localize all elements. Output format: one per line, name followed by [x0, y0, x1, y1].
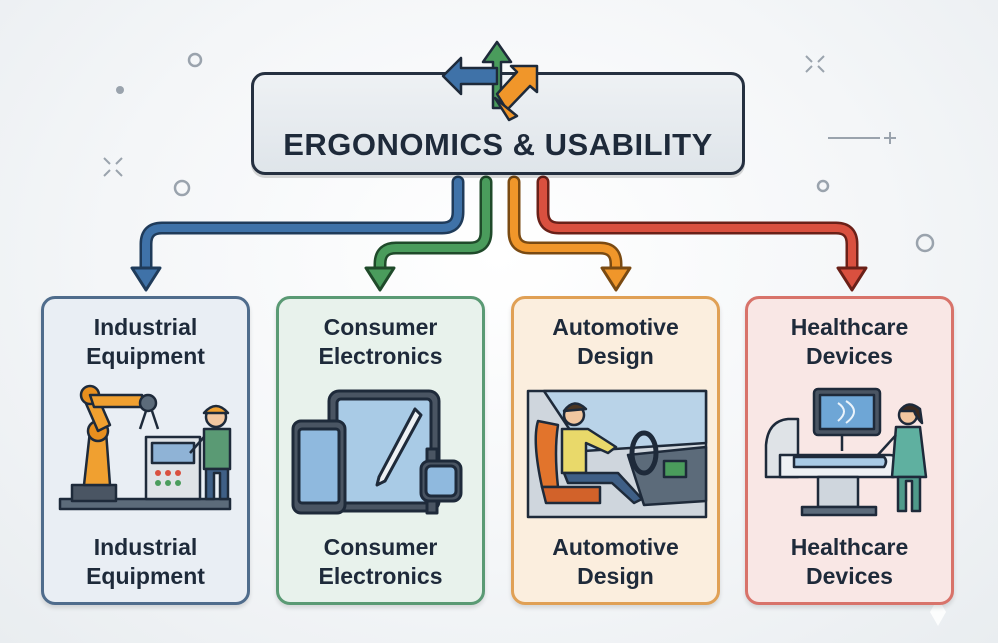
card-footer: Healthcare Devices — [748, 533, 951, 591]
card-footer-line: Consumer — [323, 534, 438, 560]
card-heading-line: Healthcare — [790, 314, 909, 340]
card-heading-line: Industrial — [93, 314, 198, 340]
tablet-phone-watch-illustration — [291, 389, 463, 515]
card-footer-line: Automotive — [552, 534, 679, 560]
robot-arm-worker-illustration — [58, 384, 232, 511]
card-footer-line: Electronics — [318, 563, 443, 589]
card-heading: Automotive Design — [514, 313, 717, 371]
multi-direction-arrows-icon — [441, 40, 539, 122]
card-heading: Consumer Electronics — [279, 313, 482, 371]
card-heading-line: Consumer — [323, 314, 438, 340]
card-footer-line: Devices — [806, 563, 893, 589]
card-footer-line: Equipment — [86, 563, 205, 589]
card-automotive-design: Automotive Design Automotive Design — [511, 296, 720, 605]
medical-scanner-nurse-illustration — [764, 387, 928, 517]
card-footer: Consumer Electronics — [279, 533, 482, 591]
car-driver-illustration — [526, 389, 708, 519]
diagram-title: ERGONOMICS & USABILITY — [283, 127, 713, 162]
card-industrial-equipment: Industrial Equipment — [41, 296, 250, 605]
card-footer-line: Design — [577, 563, 654, 589]
card-heading-line: Automotive — [552, 314, 679, 340]
card-heading: Industrial Equipment — [44, 313, 247, 371]
card-heading-line: Equipment — [86, 343, 205, 369]
card-footer-line: Industrial — [93, 534, 198, 560]
card-footer: Industrial Equipment — [44, 533, 247, 591]
card-footer: Automotive Design — [514, 533, 717, 591]
card-heading-line: Electronics — [318, 343, 443, 369]
card-heading: Healthcare Devices — [748, 313, 951, 371]
card-footer-line: Healthcare — [790, 534, 909, 560]
card-heading-line: Devices — [806, 343, 893, 369]
card-consumer-electronics: Consumer Electronics Consumer Electronic… — [276, 296, 485, 605]
card-healthcare-devices: Healthcare Devices Healthcar — [745, 296, 954, 605]
card-heading-line: Design — [577, 343, 654, 369]
